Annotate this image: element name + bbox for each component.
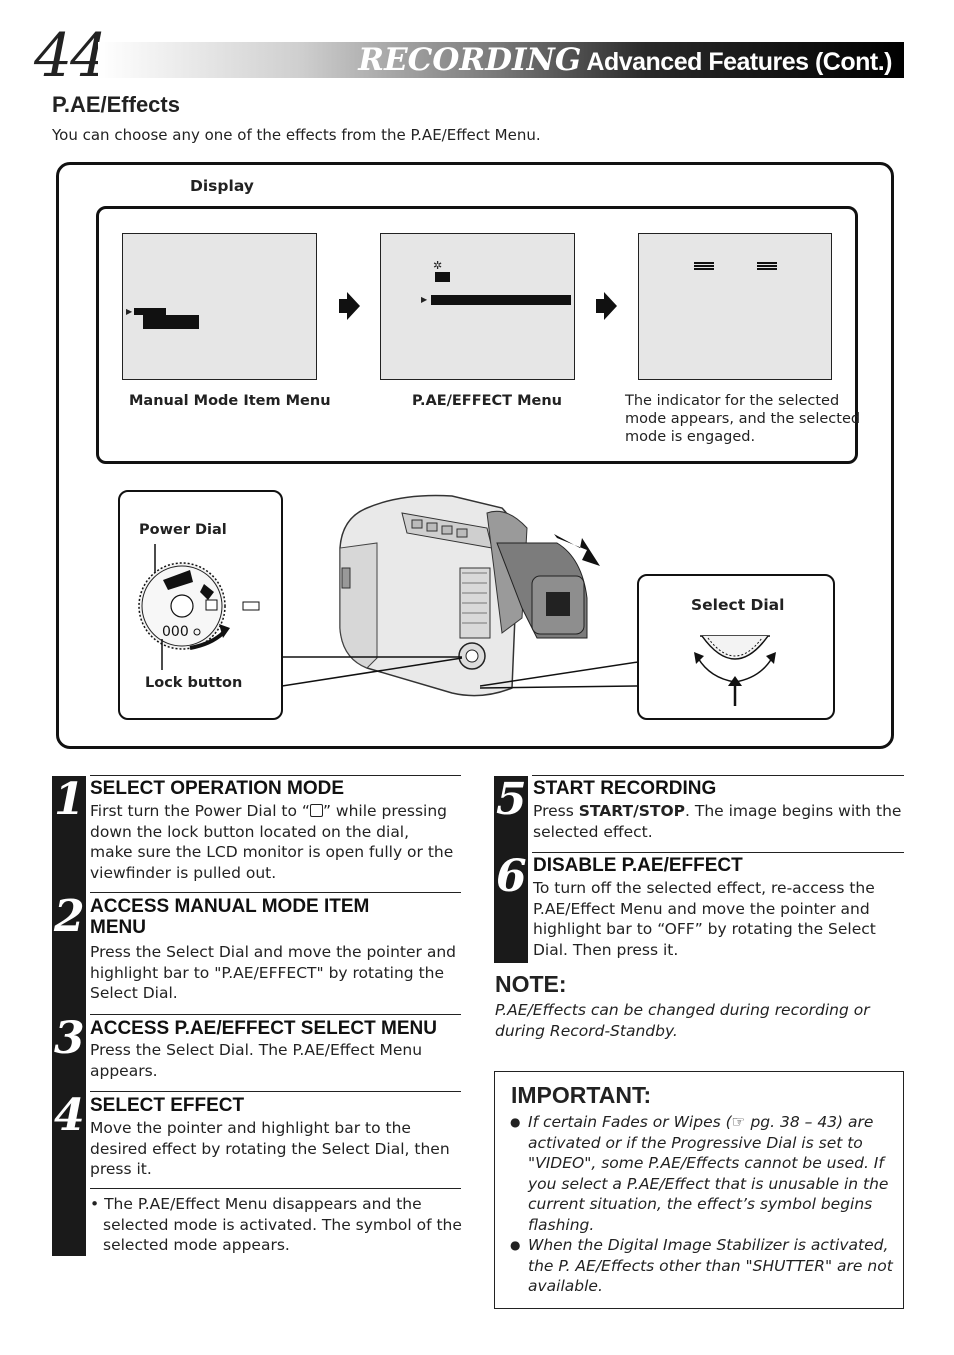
- select-dial-icon: [694, 635, 776, 706]
- step-number: 1: [54, 774, 85, 825]
- important-item: If certain Fades or Wipes (☞ pg. 38 – 43…: [510, 1112, 895, 1235]
- section-title: P.AE/Effects: [52, 92, 180, 117]
- screen-manual-mode-menu: ▶: [122, 233, 317, 380]
- important-item: When the Digital Image Stabilizer is act…: [510, 1235, 895, 1297]
- page-number: 44: [34, 21, 108, 91]
- screen3-caption: The indicator for the selected mode appe…: [625, 393, 861, 445]
- step-body: First turn the Power Dial to “” while pr…: [90, 802, 454, 882]
- step-body: Press the Select Dial. The P.AE/Effect M…: [90, 1041, 423, 1080]
- step-body: To turn off the selected effect, re-acce…: [533, 879, 876, 959]
- arrow-right-icon: [339, 292, 360, 320]
- note-heading: NOTE:: [495, 971, 567, 997]
- header-title: RECORDING Advanced Features (Cont.): [358, 40, 892, 85]
- pointer-icon: ▶: [126, 307, 133, 316]
- important-heading: IMPORTANT:: [511, 1082, 652, 1108]
- divider: [90, 775, 461, 776]
- note-body: P.AE/Effects can be changed during recor…: [495, 1001, 870, 1040]
- step-title: ACCESS MANUAL MODE ITEM MENU: [90, 896, 370, 938]
- pointer-icon: ▶: [421, 295, 428, 304]
- display-panel: [96, 206, 858, 464]
- callout-lines: [480, 661, 639, 689]
- arrow-right-icon: [596, 292, 617, 320]
- step-body: Move the pointer and highlight bar to th…: [90, 1119, 450, 1178]
- highlight-bar: [143, 315, 199, 329]
- illustration-frame: [56, 162, 894, 749]
- header-banner: [98, 42, 904, 78]
- step-number: 2: [54, 891, 85, 942]
- header-title-main: RECORDING: [358, 42, 582, 78]
- highlight-bar: [134, 308, 166, 315]
- step-body: Press START/STOP. The image begins with …: [533, 802, 902, 841]
- manual-mode-icon: [309, 804, 323, 817]
- screen1-caption: Manual Mode Item Menu: [129, 393, 331, 409]
- effect-symbol-icon: ✲: [433, 259, 443, 272]
- step-number: 4: [54, 1090, 85, 1141]
- mode-indicator-icon: [694, 262, 714, 264]
- divider: [532, 775, 904, 776]
- step-bullet-note: • The P.AE/Effect Menu disappears and th…: [90, 1195, 462, 1254]
- step-title: ACCESS P.AE/EFFECT SELECT MENU: [90, 1018, 437, 1039]
- power-dial-icon: 000: [138, 544, 260, 670]
- step-number: 5: [496, 774, 527, 825]
- step-number: 3: [54, 1013, 85, 1064]
- svg-text:000: 000: [162, 624, 189, 640]
- step-title: SELECT OPERATION MODE: [90, 778, 345, 799]
- screen-pae-effect-menu: ✲ ▶: [380, 233, 575, 380]
- step-number: 6: [496, 851, 527, 902]
- divider: [90, 892, 461, 893]
- divider: [90, 1188, 461, 1189]
- important-list: If certain Fades or Wipes (☞ pg. 38 – 43…: [510, 1112, 895, 1297]
- display-label: Display: [190, 177, 254, 195]
- step-title: START RECORDING: [533, 778, 717, 799]
- step-title: SELECT EFFECT: [90, 1095, 245, 1116]
- steps-left-bar: [52, 776, 86, 1256]
- divider: [90, 1014, 461, 1015]
- divider: [90, 1091, 461, 1092]
- mode-indicator-icon: [757, 262, 777, 264]
- highlight-bar: [431, 295, 571, 305]
- effect-symbol-icon: [435, 272, 450, 282]
- step-body: Press the Select Dial and move the point…: [90, 943, 456, 1002]
- divider: [532, 852, 904, 853]
- important-box: [494, 1071, 904, 1309]
- lock-button-label: Lock button: [145, 675, 243, 691]
- step-title: DISABLE P.AE/EFFECT: [533, 855, 743, 876]
- power-dial-label: Power Dial: [139, 522, 227, 538]
- screen2-caption: P.AE/EFFECT Menu: [412, 393, 563, 409]
- screen-selected-mode: [638, 233, 832, 380]
- camcorder-illustration: [339, 494, 600, 697]
- section-intro: You can choose any one of the effects fr…: [52, 126, 541, 144]
- steps-right-bar: [494, 776, 528, 963]
- select-dial-label: Select Dial: [691, 596, 785, 614]
- header-title-sub: Advanced Features (Cont.): [586, 48, 892, 76]
- callout-lines: [282, 656, 463, 687]
